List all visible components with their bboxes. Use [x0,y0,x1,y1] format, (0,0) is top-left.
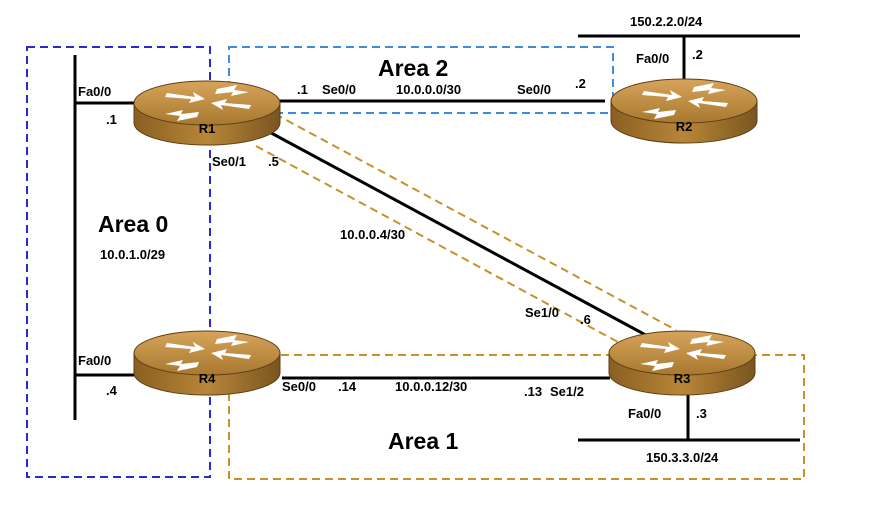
router-r2-label: R2 [676,119,693,134]
r1-r2-r1-interface: Se0/0 [322,82,356,97]
r1-r2-r2-interface: Se0/0 [517,82,551,97]
router-r2[interactable]: R2 [610,78,758,144]
router-r3[interactable]: R3 [608,330,756,396]
area2-label: Area 2 [378,55,448,81]
r3-lan-subnet: 150.3.3.0/24 [646,450,719,465]
router-r4[interactable]: R4 [133,330,281,396]
r3-lan-interface: Fa0/0 [628,406,661,421]
router-r3-label: R3 [674,371,691,386]
r1-r3-r3-interface: Se1/0 [525,305,559,320]
r2-lan-subnet: 150.2.2.0/24 [630,14,703,29]
r4-r3-r3-interface: Se1/2 [550,384,584,399]
area1-label: Area 1 [388,428,459,454]
r1-r3-subnet: 10.0.0.4/30 [340,227,405,242]
r1-lan-ip: .1 [106,112,117,127]
r4-lan-ip: .4 [106,383,118,398]
router-r1[interactable]: R1 [133,80,281,146]
r1-r2-r1-ip: .1 [297,82,308,97]
area1-band-lower [255,145,630,349]
r1-r2-r2-ip: .2 [575,76,586,91]
r2-lan-interface: Fa0/0 [636,51,669,66]
link-r1-r3 [261,126,656,342]
area1-band-upper [274,113,677,331]
r1-r3-r3-ip: .6 [580,312,591,327]
r1-r2-subnet: 10.0.0.0/30 [396,82,461,97]
r1-r3-r1-interface: Se0/1 [212,154,246,169]
r4-r3-r4-interface: Se0/0 [282,379,316,394]
r4-r3-r4-ip: .14 [338,379,357,394]
r2-lan-ip: .2 [692,47,703,62]
r4-r3-subnet: 10.0.0.12/30 [395,379,467,394]
router-r4-label: R4 [199,371,216,386]
router-r1-label: R1 [199,121,216,136]
r4-lan-interface: Fa0/0 [78,353,111,368]
r4-r3-r3-ip: .13 [524,384,542,399]
area0-subnet: 10.0.1.0/29 [100,247,165,262]
area0-boundary [26,46,211,478]
area2-boundary [228,46,614,114]
r3-lan-ip: .3 [696,406,707,421]
r1-lan-interface: Fa0/0 [78,84,111,99]
r1-r3-r1-ip: .5 [268,154,279,169]
area1-boundary [228,354,805,480]
area0-label: Area 0 [98,211,168,237]
